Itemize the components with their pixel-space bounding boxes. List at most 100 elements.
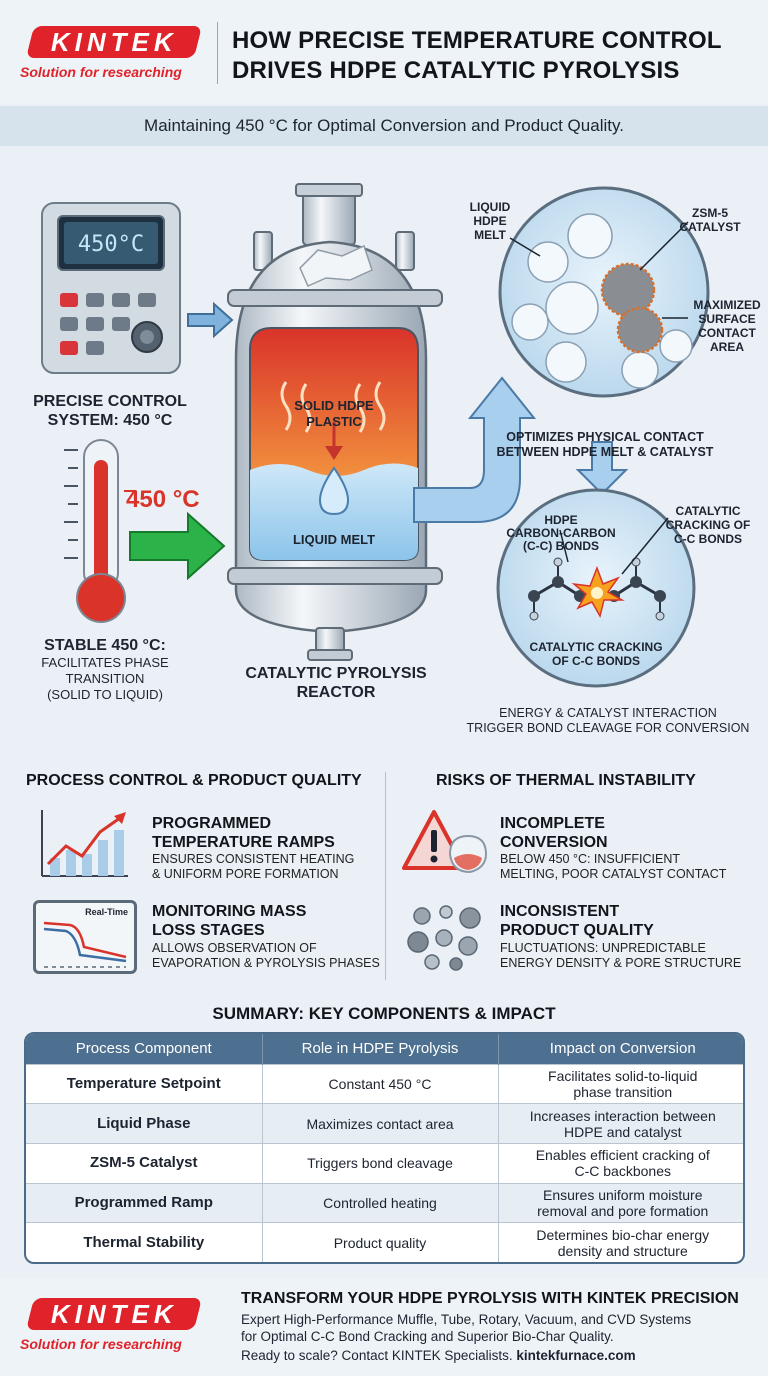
stable-desc-line-2: TRANSITION xyxy=(65,671,145,686)
ramp-desc-line-2: & UNIFORM PORE FORMATION xyxy=(152,867,339,881)
stable-label: STABLE 450 °C: xyxy=(44,637,166,654)
stable-desc-line-3: (SOLID TO LIQUID) xyxy=(47,687,163,702)
melt-label-line-1: LIQUID xyxy=(469,200,511,214)
pyrolysis-reactor xyxy=(227,183,443,661)
mass-loss-curves xyxy=(43,921,127,968)
cracking-label: CATALYTIC CRACKING OF C-C BONDS xyxy=(660,504,756,546)
risks-title: RISKS OF THERMAL INSTABILITY xyxy=(436,772,696,789)
logo-plate: KINTEK xyxy=(26,26,202,58)
monitoring-title-line-1: MONITORING MASS xyxy=(152,903,307,920)
monitoring-desc-line-2: EVAPORATION & PYROLYSIS PHASES xyxy=(152,956,380,970)
incomplete-title: INCOMPLETE CONVERSION xyxy=(500,814,608,852)
impact-line-1: Ensures uniform moisture xyxy=(542,1187,703,1204)
inconsistent-desc: FLUCTUATIONS: UNPREDICTABLE ENERGY DENSI… xyxy=(500,941,741,971)
impact-line-1: Enables efficient cracking of xyxy=(535,1147,710,1164)
footer-logo-tagline: Solution for researching xyxy=(20,1336,182,1352)
solid-hdpe-line-2: PLASTIC xyxy=(306,414,362,429)
surface-label-line-3: CONTACT xyxy=(698,326,756,340)
logo-wordmark: KINTEK xyxy=(50,26,178,57)
controller-label: PRECISE CONTROL SYSTEM: 450 °C xyxy=(20,392,200,430)
melt-label-line-3: MELT xyxy=(474,228,506,242)
role-cell: Product quality xyxy=(262,1222,499,1262)
role-cell: Controlled heating xyxy=(262,1182,499,1223)
impact-line-1: Increases interaction between xyxy=(529,1107,716,1124)
cta-link[interactable]: kintekfurnace.com xyxy=(516,1348,636,1363)
ramp-title-line-2: TEMPERATURE RAMPS xyxy=(152,834,335,851)
surface-label-line-2: SURFACE xyxy=(698,312,756,326)
monitoring-title: MONITORING MASS LOSS STAGES xyxy=(152,902,306,940)
ramp-desc: ENSURES CONSISTENT HEATING & UNIFORM POR… xyxy=(152,852,354,882)
title-line-2: DRIVES HDPE CATALYTIC PYROLYSIS xyxy=(232,57,680,84)
controller-display: 450°C xyxy=(77,232,145,257)
cracking-label-line-3: C-C BONDS xyxy=(674,532,742,546)
process-control-title: PROCESS CONTROL & PRODUCT QUALITY xyxy=(26,772,362,789)
reactor-label-line-1: CATALYTIC PYROLYSIS xyxy=(245,665,427,682)
heat-arrow xyxy=(129,511,226,581)
cracking-inner-label: CATALYTIC CRACKING OF C-C BONDS xyxy=(520,640,672,668)
component-cell: Thermal Stability xyxy=(26,1222,263,1262)
monitor-icon: Real-Time xyxy=(33,900,137,974)
logo-tagline: Solution for researching xyxy=(20,64,182,80)
table-row: Liquid Phase Maximizes contact area Incr… xyxy=(26,1103,743,1144)
component-cell: Temperature Setpoint xyxy=(26,1063,263,1104)
contact-caption-line-2: BETWEEN HDPE MELT & CATALYST xyxy=(496,445,714,459)
contact-caption-line-1: OPTIMIZES PHYSICAL CONTACT xyxy=(506,430,704,444)
melt-label: LIQUID HDPE MELT xyxy=(458,200,522,242)
reactor-label: CATALYTIC PYROLYSIS REACTOR xyxy=(226,664,446,702)
table-row: ZSM-5 Catalyst Triggers bond cleavage En… xyxy=(26,1142,743,1184)
cleavage-caption-line-1: ENERGY & CATALYST INTERACTION xyxy=(499,706,717,720)
cleavage-caption-line-2: TRIGGER BOND CLEAVAGE FOR CONVERSION xyxy=(466,721,750,735)
role-cell: Triggers bond cleavage xyxy=(262,1142,499,1184)
surface-label-line-1: MAXIMIZED xyxy=(693,298,761,312)
solid-hdpe-label: SOLID HDPE PLASTIC xyxy=(274,398,394,430)
footer-desc: Expert High-Performance Muffle, Tube, Ro… xyxy=(241,1311,761,1345)
footer-kintek-logo[interactable]: KINTEK Solution for researching xyxy=(20,1298,208,1352)
component-cell: ZSM-5 Catalyst xyxy=(26,1142,263,1184)
page-title: HOW PRECISE TEMPERATURE CONTROL DRIVES H… xyxy=(232,26,752,86)
inconsistent-desc-line-2: ENERGY DENSITY & PORE STRUCTURE xyxy=(500,956,742,970)
kintek-logo[interactable]: KINTEK Solution for researching xyxy=(20,26,208,80)
table-header-row: Process Component Role in HDPE Pyrolysis… xyxy=(26,1034,743,1064)
controller-label-line-2: SYSTEM: 450 °C xyxy=(47,412,173,429)
panel-divider xyxy=(385,772,386,980)
monitoring-title-line-2: LOSS STAGES xyxy=(152,922,265,939)
table-row: Temperature Setpoint Constant 450 °C Fac… xyxy=(26,1063,743,1104)
cracking-inner-line-2: OF C-C BONDS xyxy=(552,654,640,668)
subtitle-band: Maintaining 450 °C for Optimal Conversio… xyxy=(0,106,768,146)
footer: KINTEK Solution for researching TRANSFOR… xyxy=(0,1278,768,1376)
summary-table: Process Component Role in HDPE Pyrolysis… xyxy=(24,1032,745,1264)
control-and-risk-panels: PROCESS CONTROL & PRODUCT QUALITY RISKS … xyxy=(0,752,768,992)
incomplete-desc-line-2: MELTING, POOR CATALYST CONTACT xyxy=(500,867,727,881)
impact-line-1: Facilitates solid-to-liquid xyxy=(548,1067,698,1084)
footer-desc-line-2: for Optimal C-C Bond Cracking and Superi… xyxy=(241,1329,614,1344)
page-subtitle: Maintaining 450 °C for Optimal Conversio… xyxy=(144,116,624,135)
illustration-svg xyxy=(41,183,710,688)
cc-bonds-line-1: HDPE xyxy=(544,513,578,527)
catalyst-label-line-1: ZSM-5 xyxy=(692,206,728,220)
summary-title: SUMMARY: KEY COMPONENTS & IMPACT xyxy=(212,1004,556,1023)
catalyst-label: ZSM-5 CATALYST xyxy=(664,206,756,234)
impact-line-2: removal and pore formation xyxy=(537,1203,709,1220)
reactor-label-line-2: REACTOR xyxy=(296,684,376,701)
column-header-component: Process Component xyxy=(26,1034,263,1064)
column-header-role: Role in HDPE Pyrolysis xyxy=(262,1034,499,1064)
impact-cell: Ensures uniform moisture removal and por… xyxy=(498,1182,743,1223)
contact-caption: OPTIMIZES PHYSICAL CONTACT BETWEEN HDPE … xyxy=(470,430,740,460)
footer-title: TRANSFORM YOUR HDPE PYROLYSIS WITH KINTE… xyxy=(241,1290,739,1307)
cracking-label-line-2: CRACKING OF xyxy=(665,518,751,532)
impact-line-2: C-C backbones xyxy=(574,1163,672,1180)
inconsistent-title-line-1: INCONSISTENT xyxy=(500,903,620,920)
flow-arrow-up xyxy=(413,376,537,523)
solid-hdpe-line-1: SOLID HDPE xyxy=(294,398,374,413)
inconsistent-title: INCONSISTENT PRODUCT QUALITY xyxy=(500,902,654,940)
ramp-title: PROGRAMMED TEMPERATURE RAMPS xyxy=(152,814,335,852)
impact-line-1: Determines bio-char energy xyxy=(536,1226,710,1243)
component-cell: Programmed Ramp xyxy=(26,1182,263,1223)
impact-cell: Increases interaction between HDPE and c… xyxy=(498,1103,743,1144)
title-line-1: HOW PRECISE TEMPERATURE CONTROL xyxy=(232,27,722,54)
ramp-desc-line-1: ENSURES CONSISTENT HEATING xyxy=(152,852,355,866)
monitor-label: Real-Time xyxy=(85,907,128,917)
header-divider xyxy=(217,22,218,84)
footer-desc-line-1: Expert High-Performance Muffle, Tube, Ro… xyxy=(241,1312,692,1327)
